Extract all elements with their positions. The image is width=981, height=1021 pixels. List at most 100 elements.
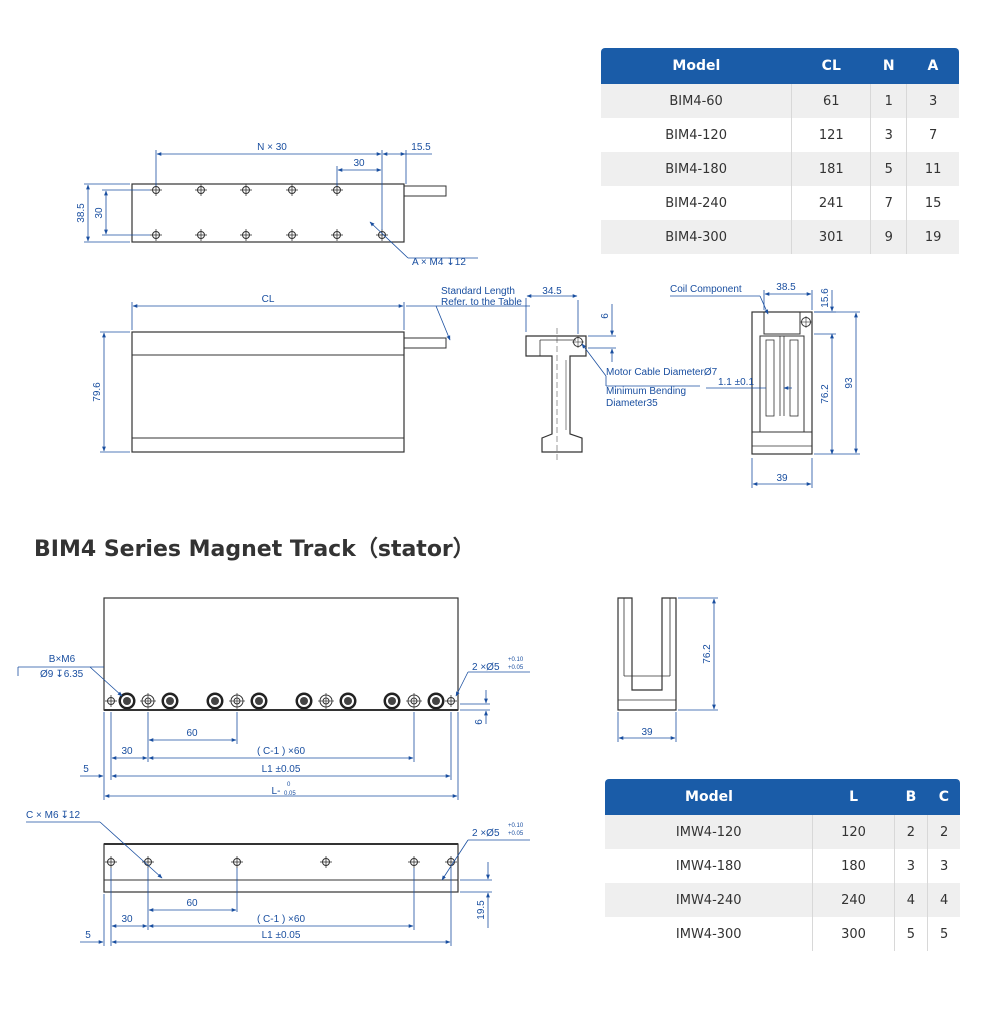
- dim-5-b: 5: [85, 930, 91, 941]
- callout-counterbore: Ø9↧6.35: [40, 669, 84, 680]
- header-cl: CL: [791, 48, 871, 84]
- cell-n: 1: [870, 84, 908, 118]
- dim-5-a: 5: [83, 764, 89, 775]
- dim-l: L-: [272, 786, 281, 797]
- dim-1-1: 1.1 ±0.1: [718, 377, 755, 388]
- tol-l-top: 0: [287, 782, 291, 788]
- track-side-view: C × M6↧12 2 ×Ø5 +0.10 +0.05 19.5 30 60 (…: [26, 810, 530, 946]
- cell-c: 5: [927, 917, 960, 951]
- tol-plus-top: +0.10: [508, 657, 524, 663]
- cell-model: IMW4-180: [605, 849, 814, 883]
- cell-model: BIM4-180: [601, 152, 793, 186]
- dim-15-5: 15.5: [411, 142, 431, 153]
- dim-38-5-section: 38.5: [776, 282, 796, 293]
- cell-model: IMW4-240: [605, 883, 814, 917]
- cell-cl: 121: [791, 118, 872, 152]
- cell-b: 3: [894, 849, 929, 883]
- callout-c-m6: C × M6↧12: [26, 810, 80, 821]
- callout-2-d5-side: 2 ×Ø5: [472, 828, 500, 839]
- header-model: Model: [605, 779, 813, 815]
- dim-30-top: 30: [353, 158, 365, 169]
- cell-n: 3: [870, 118, 908, 152]
- header-c: C: [927, 779, 960, 815]
- dim-n-x-30: N × 30: [257, 142, 287, 153]
- callout-2-d5-top: 2 ×Ø5: [472, 662, 500, 673]
- label-diameter35: Diameter35: [606, 398, 658, 409]
- dim-30-left: 30: [94, 207, 105, 219]
- dim-cl: CL: [262, 294, 275, 305]
- dim-76-2-section: 76.2: [820, 384, 831, 404]
- mounting-holes-top: [149, 183, 389, 242]
- dim-38-5-left: 38.5: [76, 203, 87, 223]
- dim-60-track-b: 60: [186, 898, 198, 909]
- label-min-bending: Minimum Bending: [606, 386, 686, 397]
- dim-6-track: 6: [474, 719, 485, 725]
- header-b: B: [894, 779, 928, 815]
- dim-6-profile: 6: [600, 313, 611, 319]
- track-end-view: 76.2 39: [617, 597, 718, 742]
- cell-l: 240: [812, 883, 895, 917]
- cell-n: 7: [870, 186, 908, 220]
- dim-l1-b: L1 ±0.05: [262, 930, 301, 941]
- cell-model: IMW4-300: [605, 917, 814, 951]
- cell-l: 120: [812, 815, 895, 849]
- dim-l1-a: L1 ±0.05: [262, 764, 301, 775]
- cell-l: 300: [812, 917, 895, 951]
- dim-60-track-a: 60: [186, 728, 198, 739]
- cell-a: 11: [906, 152, 959, 186]
- tol-minus-side: +0.05: [508, 831, 524, 837]
- cell-cl: 61: [791, 84, 872, 118]
- header-model: Model: [601, 48, 792, 84]
- tol-l-bottom: 0.05: [284, 791, 296, 797]
- dim-19-5: 19.5: [476, 900, 487, 920]
- mover-side-view: CL 79.6: [92, 294, 530, 453]
- cell-a: 15: [906, 186, 959, 220]
- mover-end-profile: Standard Length Refer. to the Table 34.5…: [441, 286, 718, 460]
- cell-b: 2: [894, 815, 929, 849]
- track-top-view: B×M6 Ø9↧6.35 2 ×Ø5 +0.10 +0.05 6 30 60 (…: [17, 597, 530, 800]
- cell-b: 5: [894, 917, 929, 951]
- mover-top-view: N × 30 30 15.5 38.5 30 A × M4↧12: [76, 142, 478, 268]
- label-coil-component: Coil Component: [670, 284, 742, 295]
- header-l: L: [812, 779, 895, 815]
- cell-cl: 241: [791, 186, 872, 220]
- dim-34-5: 34.5: [542, 286, 562, 297]
- label-standard-length: Standard Length: [441, 286, 515, 297]
- cell-model: IMW4-120: [605, 815, 814, 849]
- callout-b-m6: B×M6: [49, 654, 76, 665]
- header-n: N: [870, 48, 907, 84]
- tol-plus-side: +0.10: [508, 823, 524, 829]
- cell-a: 3: [906, 84, 959, 118]
- dim-39-section: 39: [776, 473, 788, 484]
- dim-39-track: 39: [641, 727, 653, 738]
- label-refer-table: Refer. to the Table: [441, 297, 522, 308]
- cell-c: 3: [927, 849, 960, 883]
- dim-c-1-b: ( C-1 ) ×60: [257, 914, 306, 925]
- cell-cl: 181: [791, 152, 872, 186]
- dim-30-track-a: 30: [121, 746, 133, 757]
- header-a: A: [906, 48, 959, 84]
- label-motor-cable: Motor Cable DiameterØ7: [606, 367, 718, 378]
- side-holes: [104, 855, 458, 869]
- dim-79-6: 79.6: [92, 382, 103, 402]
- dim-c-1-a: ( C-1 ) ×60: [257, 746, 306, 757]
- dim-93: 93: [844, 377, 855, 389]
- cell-a: 19: [906, 220, 959, 254]
- cell-n: 5: [870, 152, 908, 186]
- cell-model: BIM4-300: [601, 220, 793, 254]
- cell-model: BIM4-120: [601, 118, 793, 152]
- dim-76-2-track: 76.2: [702, 644, 713, 664]
- cell-l: 180: [812, 849, 895, 883]
- magnet-row: [104, 692, 458, 710]
